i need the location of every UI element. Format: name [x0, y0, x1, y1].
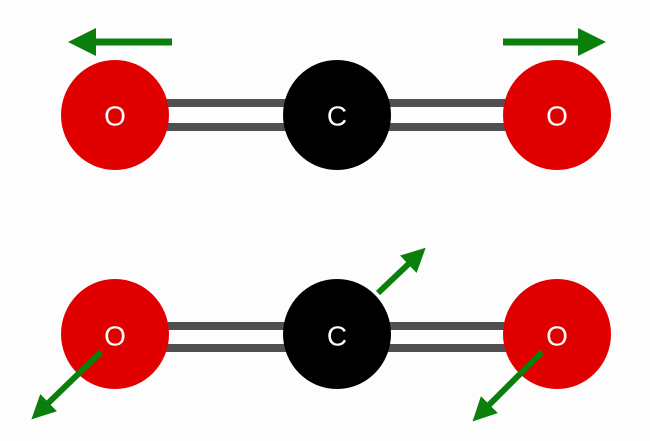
double-bond-right-lower [385, 123, 510, 131]
oxygen-label: O [546, 101, 568, 132]
carbon-label: C [327, 101, 347, 132]
arrow-down-left-icon [31, 349, 104, 420]
oxygen-atom-right [503, 60, 611, 170]
double-bond-right-upper [385, 99, 510, 107]
double-bond-left-lower [165, 123, 290, 131]
arrow-up-right-icon [375, 247, 426, 296]
molecule-symmetric-stretch: O C O [61, 28, 611, 170]
carbon-atom [283, 279, 391, 389]
carbon-atom [283, 60, 391, 170]
double-bond-right-upper [385, 322, 510, 330]
double-bond-left-upper [165, 99, 290, 107]
double-bond-left-upper [165, 322, 290, 330]
oxygen-label: O [104, 101, 126, 132]
double-bond-left-lower [165, 344, 290, 352]
arrow-down-left-icon [472, 349, 545, 422]
oxygen-atom-left [61, 60, 169, 170]
carbon-label: C [327, 321, 347, 352]
oxygen-label: O [104, 321, 126, 352]
molecule-bending: O C O [31, 247, 611, 422]
oxygen-label: O [546, 321, 568, 352]
double-bond-right-lower [385, 344, 510, 352]
